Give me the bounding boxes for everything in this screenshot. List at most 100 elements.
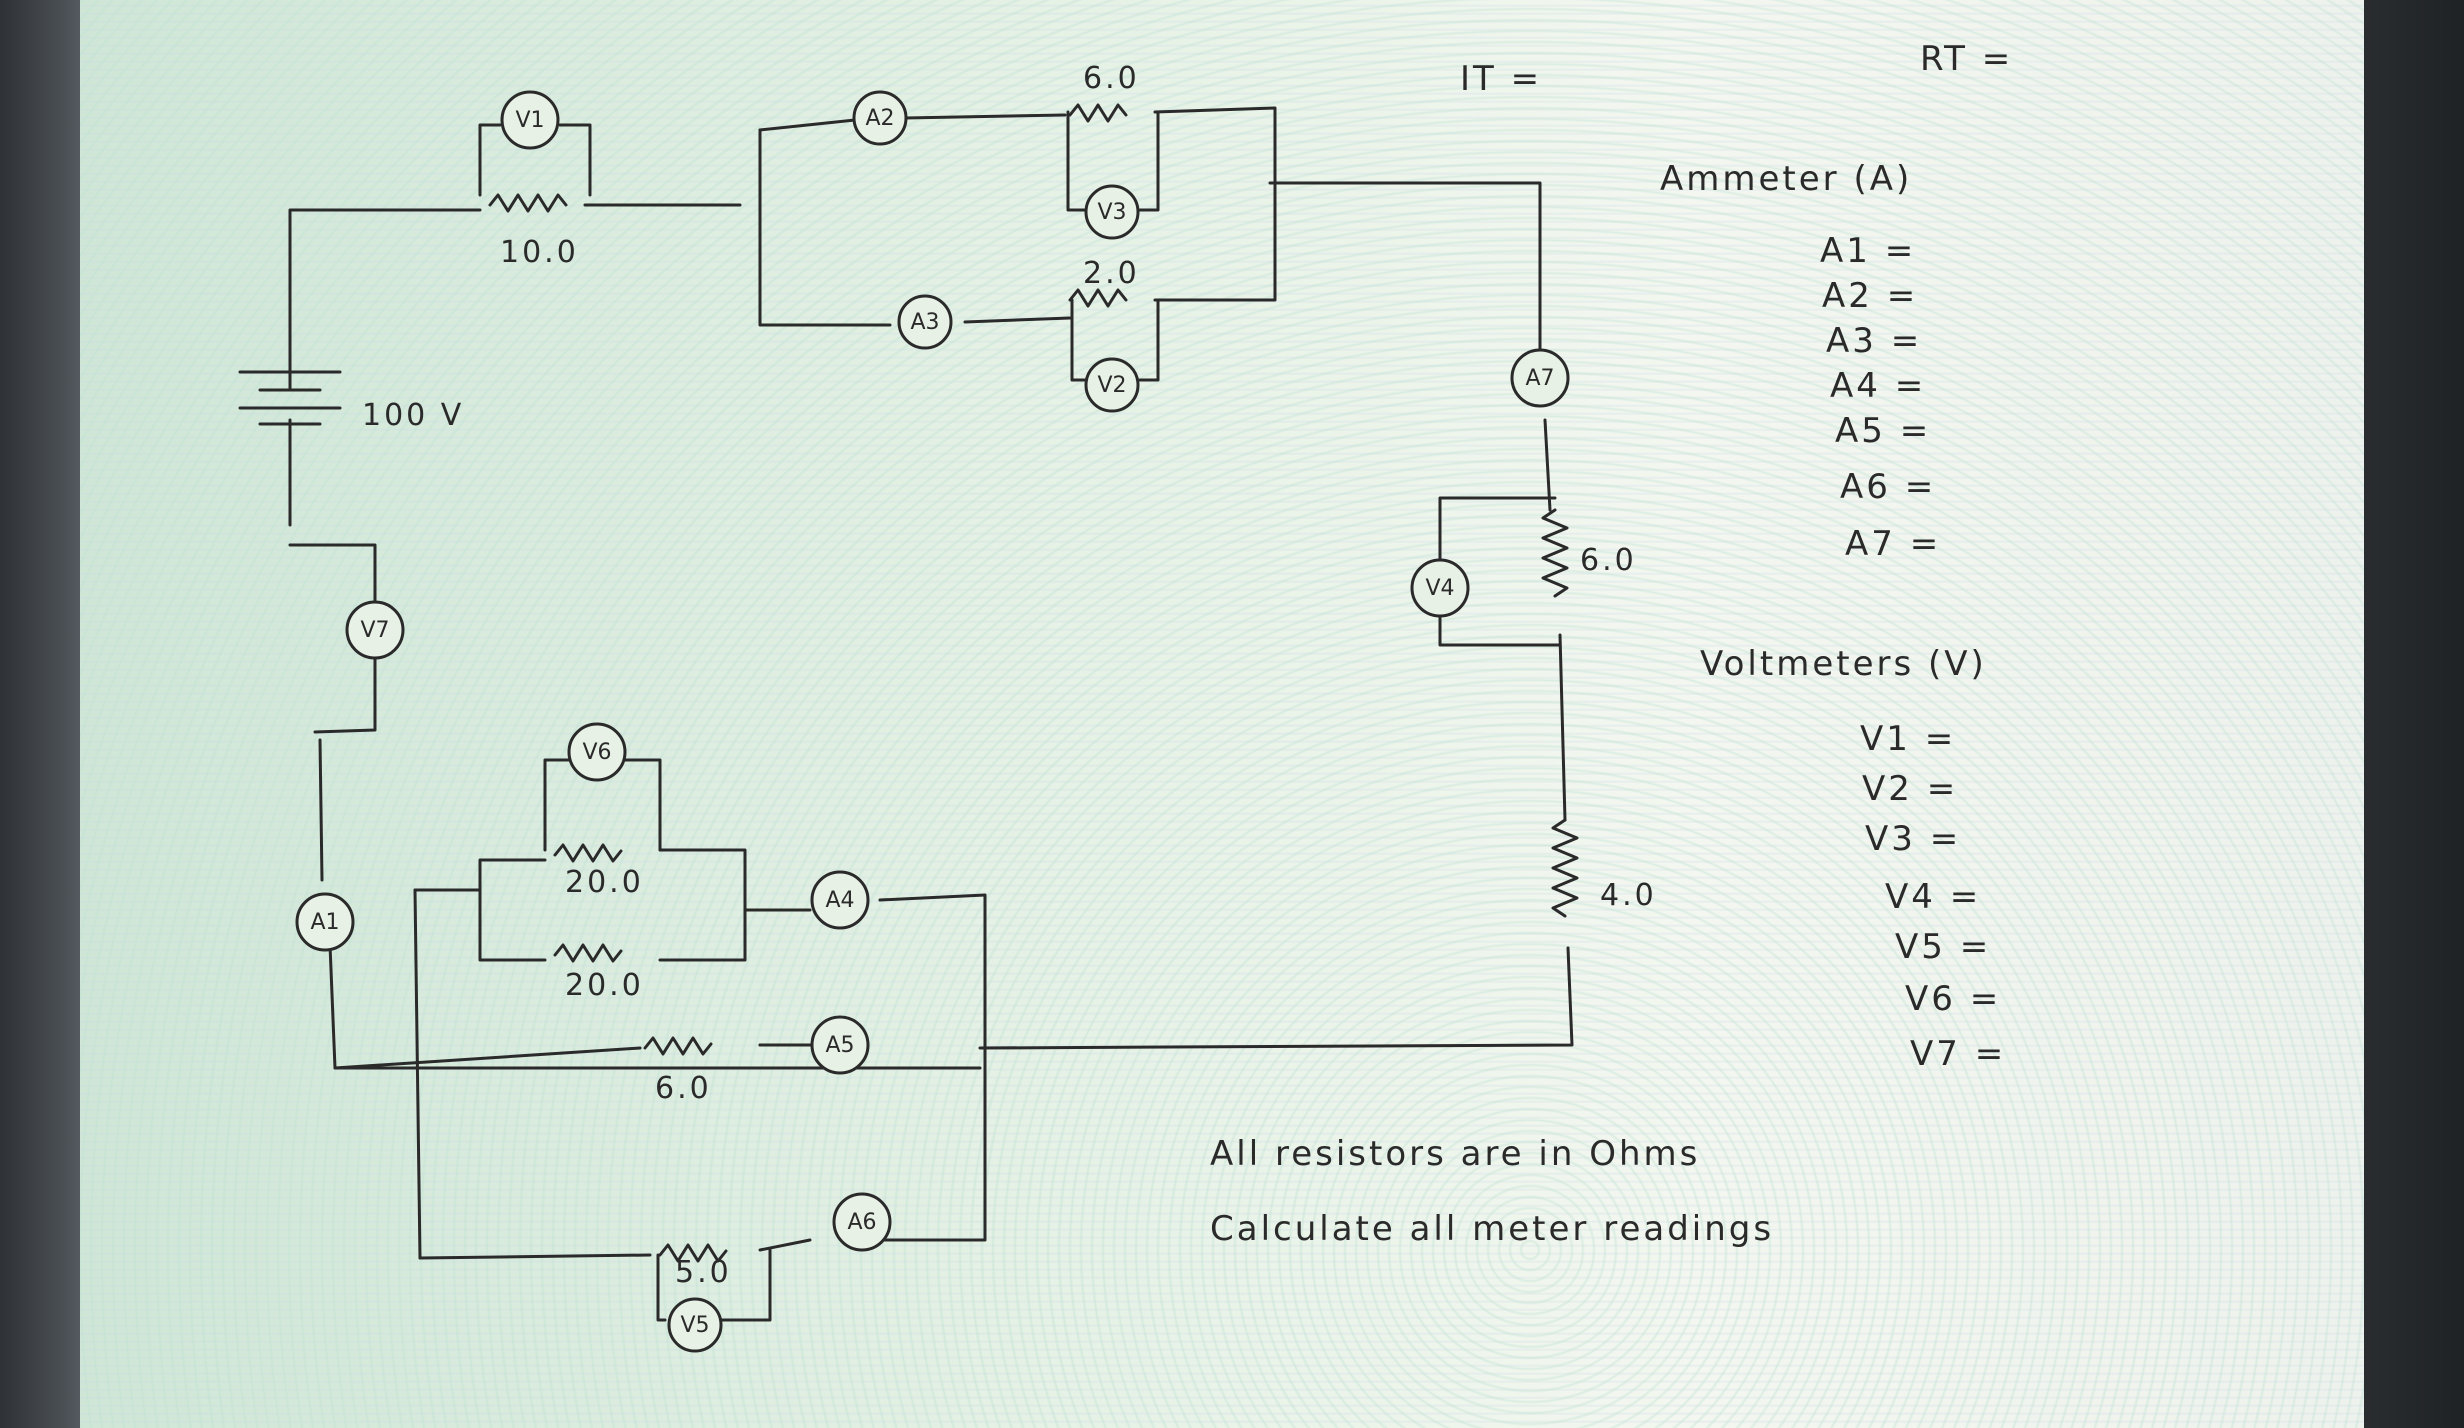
resistor-6-0-bottom: [643, 1036, 713, 1056]
meter-v4: [1410, 558, 1470, 618]
value-20-0-b: 20.0: [565, 968, 644, 1003]
wire-bottom-a-right: [658, 848, 747, 947]
label-a7: A7: [1525, 366, 1554, 391]
voltmeter-v4: V4 =: [1885, 877, 1981, 917]
voltmeter-v7: V7 =: [1910, 1034, 2006, 1074]
label-a1: A1: [310, 910, 339, 935]
meter-a5: [810, 1015, 870, 1075]
meter-a7: [1510, 348, 1570, 408]
label-v1: V1: [515, 108, 544, 133]
meter-v2: [1084, 357, 1140, 413]
ammeter-a5: A5 =: [1835, 411, 1931, 451]
wire-par-left: [758, 128, 892, 327]
note-ohms: All resistors are in Ohms: [1210, 1134, 1700, 1174]
monitor-screen: [80, 0, 2370, 1428]
value-10-0: 10.0: [500, 235, 579, 270]
value-6-0-top: 6.0: [1083, 61, 1140, 96]
rt-label: RT =: [1920, 39, 2013, 79]
label-v7: V7: [360, 618, 389, 643]
meter-a3: [897, 294, 953, 350]
meter-a4: [810, 870, 870, 930]
voltmeter-v1: V1 =: [1860, 719, 1956, 759]
voltmeter-v2: V2 =: [1862, 769, 1958, 809]
wire-v1-bracket: [478, 123, 592, 197]
wire-a6-right: [758, 1238, 812, 1252]
wire-bottom-outer: [413, 888, 422, 1260]
wire-bottom-a-left: [478, 858, 547, 947]
voltmeter-heading: Voltmeters (V): [1700, 644, 1987, 684]
wire-bottom-block-left: [413, 888, 547, 962]
value-6-0-bottom: 6.0: [655, 1071, 712, 1106]
battery-plates: [238, 370, 342, 426]
ammeter-a2: A2 =: [1822, 276, 1918, 316]
value-2-0: 2.0: [1083, 256, 1140, 291]
label-a2: A2: [865, 106, 894, 131]
wire-bottom-block-right: [658, 908, 812, 962]
value-20-0-a: 20.0: [565, 865, 644, 900]
label-v4: V4: [1425, 576, 1454, 601]
label-a3: A3: [910, 310, 939, 335]
ammeter-a3: A3 =: [1826, 321, 1922, 361]
wire-left-lower: [318, 738, 324, 882]
wire-v2-bracket: [1070, 298, 1160, 382]
wire-par-top: [758, 118, 857, 132]
wire-par-top-2: [903, 113, 1067, 120]
ammeter-a1: A1 =: [1820, 231, 1916, 271]
wire-par-lower: [963, 316, 1072, 324]
ammeter-a7: A7 =: [1845, 524, 1941, 564]
label-v3: V3: [1097, 200, 1126, 225]
meter-v1: [500, 90, 560, 150]
note-calculate: Calculate all meter readings: [1210, 1209, 1774, 1249]
wire-a4-right: [878, 893, 987, 1242]
resistor-6-0-right: [1541, 508, 1569, 598]
wire-v6-bracket: [543, 758, 662, 852]
label-v2: V2: [1097, 373, 1126, 398]
resistor-10-0: [488, 193, 568, 213]
meter-v5: [667, 1297, 723, 1353]
label-v6: V6: [582, 740, 611, 765]
wire-right-bottom: [978, 946, 1574, 1050]
label-a5: A5: [825, 1033, 854, 1058]
meter-a2: [852, 90, 908, 146]
wire-v5-bracket: [656, 1248, 772, 1322]
voltmeter-v6: V6 =: [1905, 979, 2001, 1019]
battery-label: 100 V: [362, 398, 464, 433]
wire-v3-bracket: [1066, 110, 1160, 212]
label-v5: V5: [680, 1313, 709, 1338]
resistor-20-0-a: [553, 843, 623, 863]
meter-v3: [1084, 184, 1140, 240]
wire-bottom-left: [328, 943, 982, 1070]
ammeter-a4: A4 =: [1830, 366, 1926, 406]
wire-right-down: [1543, 418, 1552, 512]
label-a6: A6: [847, 1210, 876, 1235]
wire-v7-bracket: [288, 543, 377, 734]
ammeter-a6: A6 =: [1840, 467, 1936, 507]
voltmeter-v3: V3 =: [1865, 819, 1961, 859]
wire-left-top: [288, 208, 482, 392]
resistor-20-0-b: [553, 943, 623, 963]
meter-v6: [567, 722, 627, 782]
monitor-bezel-left: [0, 0, 90, 1428]
resistor-6-0-top: [1068, 103, 1128, 123]
wire-v4-bracket: [1438, 496, 1562, 647]
wire-a6-left: [418, 1253, 652, 1260]
voltmeter-v5: V5 =: [1895, 927, 1991, 967]
meter-a1: [295, 892, 355, 952]
it-label: IT =: [1460, 59, 1542, 99]
resistor-5-0: [658, 1243, 728, 1263]
value-6-0-right: 6.0: [1580, 543, 1637, 578]
ammeter-heading: Ammeter (A): [1660, 159, 1912, 199]
monitor-bezel-right: [2364, 0, 2464, 1428]
resistor-2-0: [1068, 288, 1128, 308]
label-a4: A4: [825, 888, 854, 913]
meter-a6: [832, 1192, 892, 1252]
wire-6-0-left: [333, 1046, 642, 1070]
resistor-4-0-right: [1551, 818, 1579, 918]
meter-v7: [345, 600, 405, 660]
wire-between-right-resistors: [1558, 633, 1567, 822]
wire-par-top-3: [1153, 106, 1277, 302]
value-5-0: 5.0: [675, 1255, 732, 1290]
value-4-0-right: 4.0: [1600, 878, 1657, 913]
wire-parallel-right-to-a7: [1268, 181, 1542, 352]
